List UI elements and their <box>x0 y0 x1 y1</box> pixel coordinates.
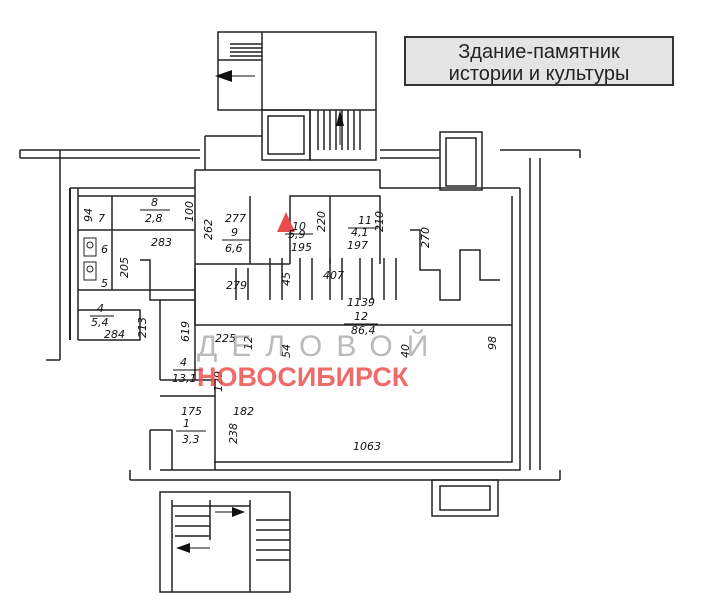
room-10-area: 5,9 <box>288 228 306 241</box>
room-4-area: 5,4 <box>91 316 109 329</box>
room-9-area: 6,6 <box>225 242 243 255</box>
dim-175: 175 <box>181 405 202 418</box>
dim-270: 270 <box>419 227 432 248</box>
room-8-number: 8 <box>151 196 158 209</box>
dim-100: 100 <box>183 201 196 222</box>
dim-45: 45 <box>280 272 293 286</box>
dim-225: 225 <box>215 332 236 345</box>
dim-220: 220 <box>315 211 328 232</box>
room-1-number: 1 <box>183 417 190 430</box>
room-9-number: 9 <box>231 226 238 239</box>
room-12-number: 12 <box>354 310 368 323</box>
dim-619: 619 <box>179 321 192 342</box>
dim-12: 12 <box>242 336 255 350</box>
title-line-2: истории и культуры <box>448 63 630 85</box>
room-12-area: 86,4 <box>351 324 376 337</box>
dim-1063: 1063 <box>353 440 381 453</box>
dim-284: 284 <box>104 328 125 341</box>
room-8-area: 2,8 <box>145 212 163 225</box>
title-line-1: Здание-памятник <box>458 41 620 63</box>
room-11-area: 4,1 <box>351 226 369 239</box>
room-1-area: 3,3 <box>182 433 200 446</box>
dim-283: 283 <box>151 236 172 249</box>
room-3-number: 4 <box>180 356 187 369</box>
dim-40: 40 <box>399 344 412 358</box>
room-7-number: 7 <box>98 212 105 225</box>
dim-195: 195 <box>291 241 312 254</box>
watermark-line-2: НОВОСИБИРСК <box>197 362 409 392</box>
dim-197: 197 <box>347 239 368 252</box>
dim-205: 205 <box>118 257 131 278</box>
dim-262: 262 <box>202 219 215 240</box>
dim-54: 54 <box>280 344 293 358</box>
dim-94: 94 <box>82 208 95 222</box>
dim-213: 213 <box>136 317 149 338</box>
room-5-number: 5 <box>101 277 108 290</box>
room-3-area: 13,1 <box>172 372 197 385</box>
room-6-number: 6 <box>101 243 108 256</box>
dim-98: 98 <box>486 336 499 350</box>
dim-407: 407 <box>323 269 344 282</box>
dim-277: 277 <box>225 212 246 225</box>
dim-129: 129 <box>212 371 225 392</box>
watermark-line-1: ДЕЛОВОЙ <box>197 330 443 363</box>
room-11-number: 11 <box>358 214 372 227</box>
dim-238: 238 <box>227 423 240 444</box>
room-10-number: 10 <box>292 220 306 233</box>
dim-182: 182 <box>233 405 254 418</box>
dim-279: 279 <box>226 279 247 292</box>
room-4-number: 4 <box>97 302 104 315</box>
dim-210: 210 <box>373 211 386 232</box>
heritage-title-box: Здание-памятник истории и культуры <box>404 36 674 86</box>
triangle-logo-icon <box>277 212 295 232</box>
dim-1139: 1139 <box>347 296 375 309</box>
